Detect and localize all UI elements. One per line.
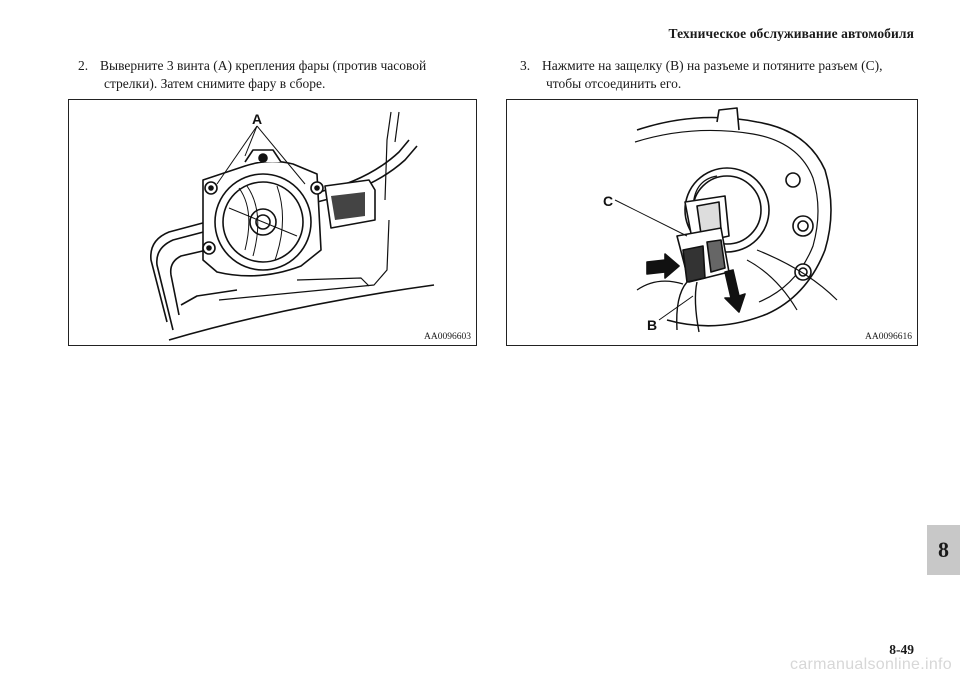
figure-code: AA0096603 — [424, 332, 471, 342]
watermark: carmanualsonline.info — [790, 656, 952, 673]
step-text-line-2: чтобы отсоединить его. — [546, 76, 682, 91]
instruction-step-3: 3. Нажмите на защелку (B) на разъеме и по… — [520, 57, 930, 93]
figure-code: AA0096616 — [865, 332, 912, 342]
callout-label-a: A — [252, 111, 262, 127]
chapter-number: 8 — [938, 537, 949, 562]
chapter-tab: 8 — [927, 525, 960, 575]
headlamp-removal-figure: A AA0096603 — [68, 99, 477, 346]
step-text-line-2: стрелки). Затем снимите фару в сборе. — [104, 76, 326, 91]
step-number: 3. — [520, 58, 531, 73]
page-number: 8-49 — [889, 642, 914, 657]
step-text-line-1: Выверните 3 винта (A) крепления фары (пр… — [100, 58, 427, 73]
callout-label-b: B — [647, 317, 657, 333]
running-header: Техническое обслуживание автомобиля — [668, 26, 914, 41]
step-number: 2. — [78, 58, 89, 73]
callout-label-c: C — [603, 193, 613, 209]
connector-release-figure: C B AA0096616 — [506, 99, 918, 346]
connector-illustration: C B — [603, 107, 838, 333]
headlamp-illustration: A — [150, 111, 435, 341]
step-text-line-1: Нажмите на защелку (B) на разъеме и потя… — [542, 58, 883, 73]
instruction-step-2: 2. Выверните 3 винта (A) крепления фары (… — [78, 57, 488, 93]
